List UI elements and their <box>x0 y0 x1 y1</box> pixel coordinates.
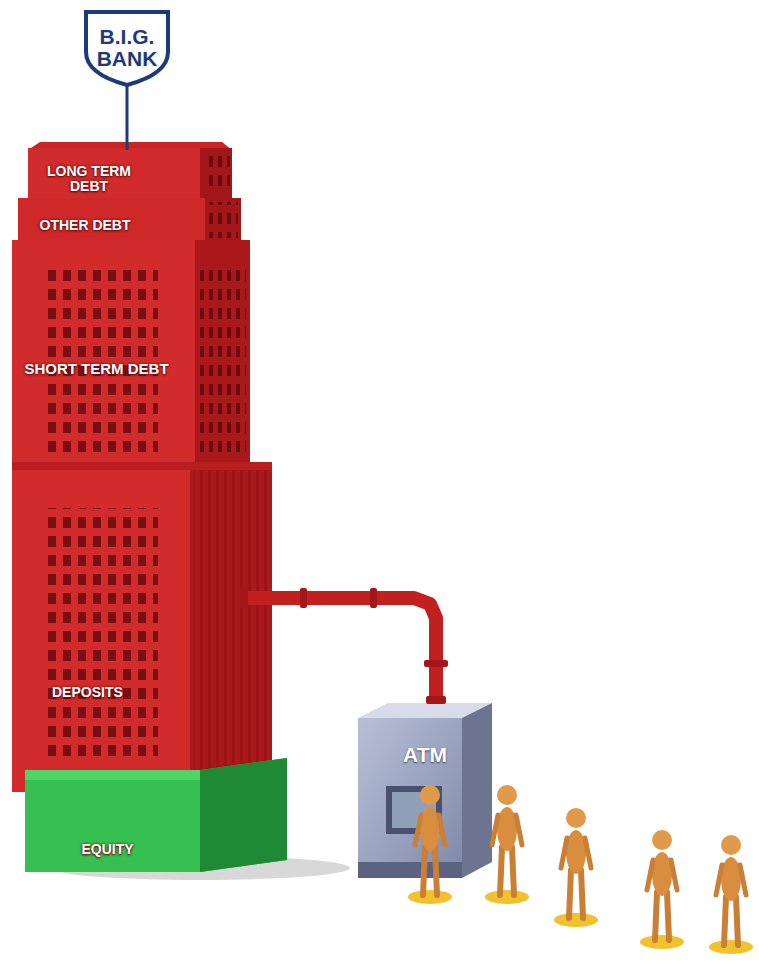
pipe-coupling <box>424 660 448 667</box>
tier-other-debt <box>208 202 238 238</box>
liability-tier: SHORT TERM DEBT <box>14 352 179 386</box>
tier-long-term-debt <box>28 142 232 200</box>
deposits-tier: DEPOSITS <box>12 560 240 710</box>
bank-name: B.I.G. BANK <box>91 26 163 70</box>
tier-deposits <box>194 470 270 785</box>
customer-figures <box>408 785 452 904</box>
liability-tier: OTHER DEBT <box>20 212 150 240</box>
customer-figures <box>709 835 753 954</box>
tier-deposits <box>190 462 272 792</box>
tier-short-term-debt <box>12 240 250 465</box>
tier-long-term-debt <box>28 148 200 200</box>
tier-label: SHORT TERM DEBT <box>24 361 168 378</box>
customer-figures <box>408 785 753 954</box>
tier-short-term-debt <box>200 262 246 452</box>
tier-label: ATM <box>403 743 447 766</box>
tier-long-term-debt <box>200 148 232 200</box>
liability-tier: LONG TERM DEBT <box>30 150 148 200</box>
tier-other-debt <box>18 198 205 242</box>
customer-figures <box>485 785 529 904</box>
equity-base <box>200 758 287 872</box>
pipe-coupling <box>370 588 377 608</box>
equity-base <box>25 770 200 872</box>
tier-short-term-debt <box>12 240 195 465</box>
atm-machine <box>358 718 462 878</box>
pipe-coupling <box>300 588 307 608</box>
equity-base <box>25 758 287 872</box>
shield-outline <box>86 12 168 85</box>
equity-base <box>25 770 200 780</box>
tier-other-debt <box>205 198 241 242</box>
tier-deposits <box>12 462 190 792</box>
tier-deposits <box>12 462 272 792</box>
tier-short-term-debt <box>48 262 158 452</box>
tier-other-debt <box>18 198 241 242</box>
pipe-coupling <box>426 696 446 704</box>
atm-machine <box>358 862 462 878</box>
tier-label: EQUITY <box>81 842 133 857</box>
customer-figures <box>554 808 598 927</box>
equity-base-band: EQUITY <box>30 834 185 866</box>
tier-long-term-debt <box>28 142 232 200</box>
tier-long-term-debt <box>204 156 230 194</box>
tier-deposits <box>48 508 158 758</box>
sign-pole <box>126 85 129 150</box>
atm-machine <box>462 703 492 878</box>
bank-sign: B.I.G. BANK <box>82 8 172 88</box>
tier-short-term-debt <box>195 240 250 465</box>
equity-base <box>25 758 287 872</box>
cash-pipe <box>240 598 436 703</box>
customer-figures <box>640 830 684 949</box>
pipe-coupling <box>240 588 448 704</box>
tier-label: DEPOSITS <box>52 685 123 700</box>
tier-deposits <box>12 462 272 470</box>
tier-label: LONG TERM DEBT <box>34 164 144 195</box>
pipe-coupling <box>240 588 248 608</box>
atm-box: ATM <box>358 703 492 878</box>
tier-label: OTHER DEBT <box>40 218 131 233</box>
